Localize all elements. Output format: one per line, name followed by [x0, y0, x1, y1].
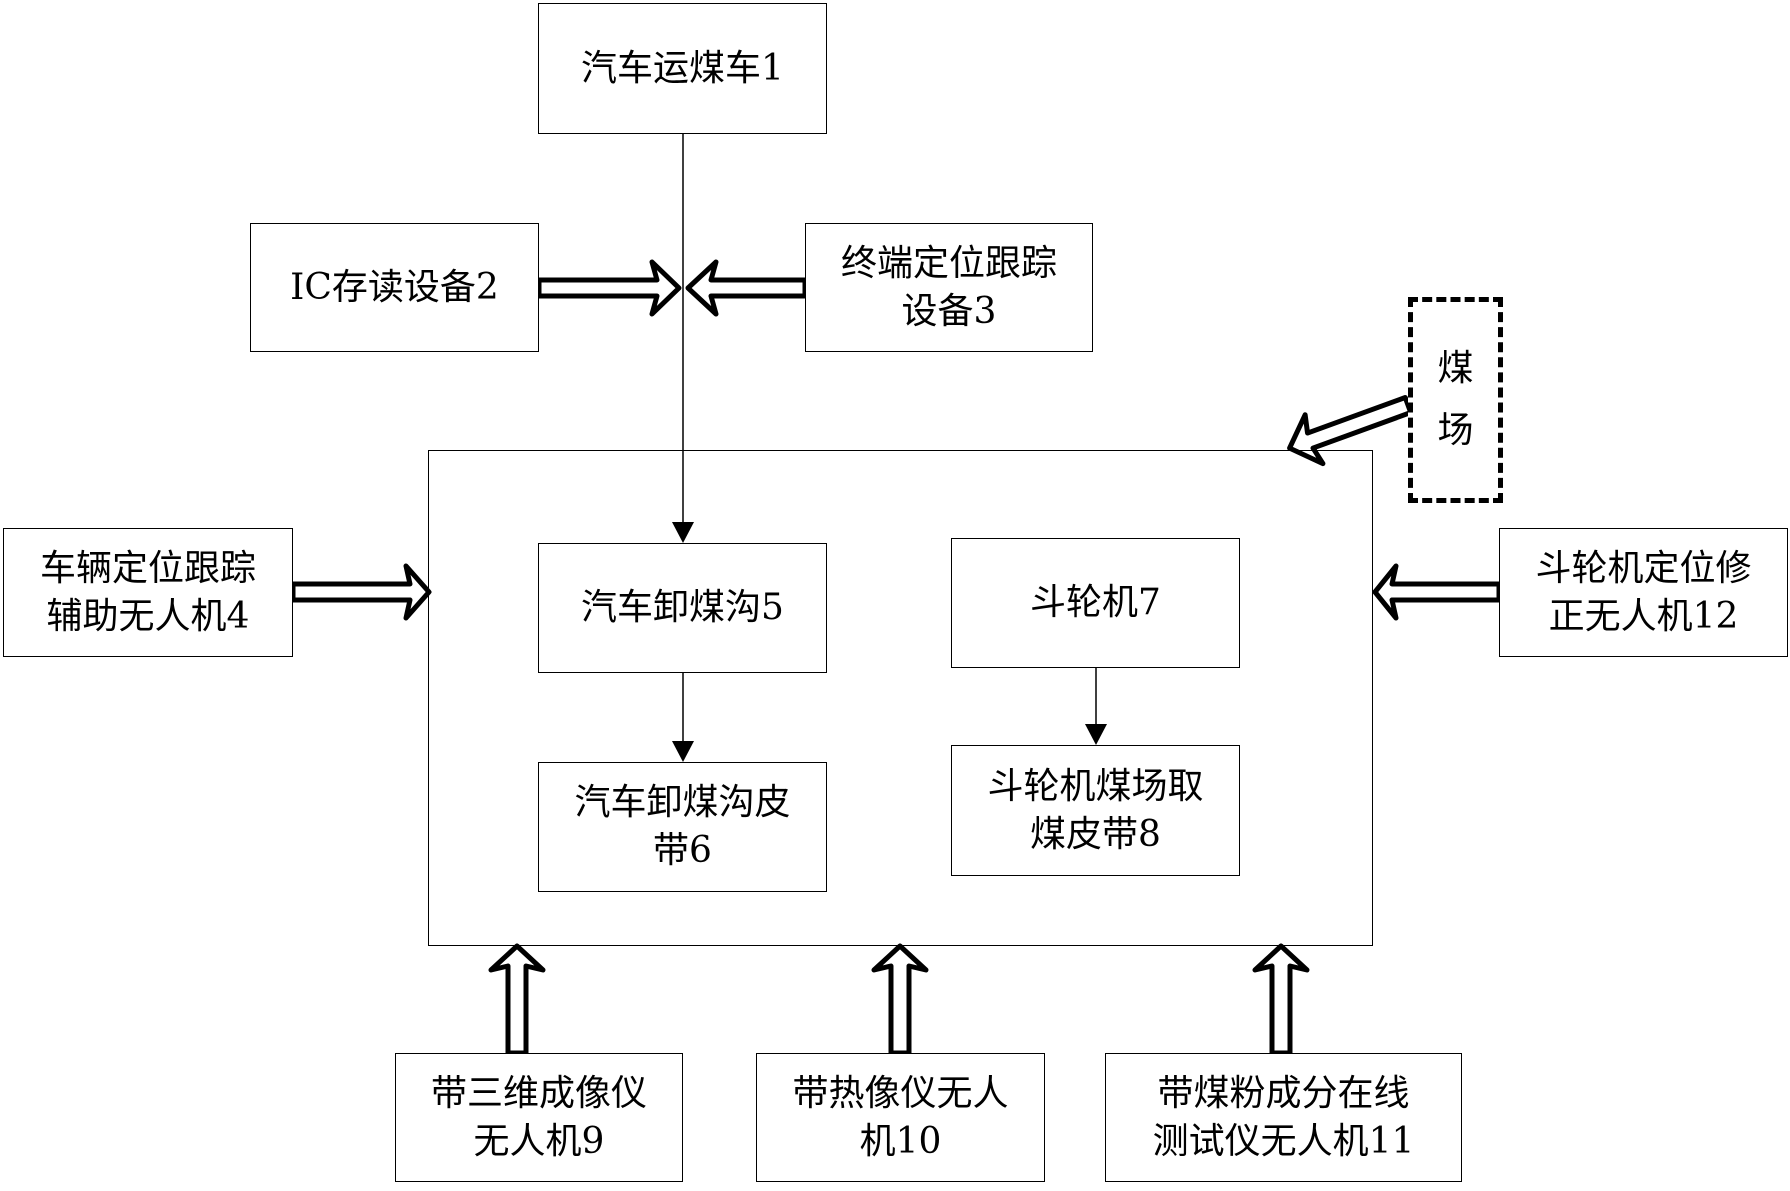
node-dust-drone-line2: 测试仪无人机11 — [1152, 1120, 1415, 1162]
node-bucket-belt[interactable]: 斗轮机煤场取 煤皮带8 — [951, 745, 1240, 876]
node-coal-yard[interactable]: 煤 场 — [1408, 297, 1503, 503]
node-vehicle-drone-line1: 车辆定位跟踪 — [39, 547, 256, 589]
node-imaging-drone-line2: 无人机9 — [473, 1120, 605, 1162]
node-bucket-fix-drone[interactable]: 斗轮机定位修 正无人机12 — [1499, 528, 1788, 657]
node-terminal-tracker-line1: 终端定位跟踪 — [840, 242, 1057, 284]
node-truck-label: 汽车运煤车1 — [581, 47, 784, 89]
node-bucket-belt-line2: 煤皮带8 — [1030, 813, 1161, 855]
node-terminal-tracker-line2: 设备3 — [901, 290, 997, 332]
node-coal-yard-char1: 煤 — [1437, 348, 1474, 389]
node-dust-drone[interactable]: 带煤粉成分在线 测试仪无人机11 — [1105, 1053, 1462, 1182]
node-imaging-drone-line1: 带三维成像仪 — [430, 1072, 647, 1114]
hollow-arrow-dust-drone — [1252, 943, 1310, 1056]
node-bucket-fix-drone-line1: 斗轮机定位修 — [1535, 547, 1752, 589]
node-bucket-belt-line1: 斗轮机煤场取 — [987, 765, 1204, 807]
node-terminal-tracker[interactable]: 终端定位跟踪 设备3 — [805, 223, 1093, 352]
node-truck[interactable]: 汽车运煤车1 — [538, 3, 827, 134]
hollow-arrow-imaging-drone — [488, 943, 546, 1056]
hollow-arrow-vehicle-drone — [290, 563, 432, 621]
node-unload-belt-line2: 带6 — [653, 830, 712, 871]
node-thermal-drone[interactable]: 带热像仪无人 机10 — [756, 1053, 1045, 1182]
node-ic-reader[interactable]: IC存读设备2 — [250, 223, 539, 352]
node-vehicle-drone[interactable]: 车辆定位跟踪 辅助无人机4 — [3, 528, 293, 657]
arrowhead-wheel-to-belt — [1085, 724, 1107, 745]
node-ic-reader-label: IC存读设备2 — [290, 266, 499, 308]
node-unload-belt-line1: 汽车卸煤沟皮 — [574, 782, 791, 823]
node-dust-drone-line1: 带煤粉成分在线 — [1157, 1072, 1410, 1114]
hollow-arrow-terminal-tracker — [685, 259, 808, 317]
hollow-arrow-thermal-drone — [871, 943, 929, 1056]
node-bucket-wheel-label: 斗轮机7 — [1030, 582, 1161, 623]
arrowhead-truck-to-trench — [672, 522, 694, 543]
hollow-arrow-ic-reader — [536, 259, 682, 317]
node-thermal-drone-line1: 带热像仪无人 — [792, 1072, 1009, 1114]
node-thermal-drone-line2: 机10 — [859, 1120, 942, 1162]
node-unload-trench[interactable]: 汽车卸煤沟5 — [538, 543, 827, 673]
node-imaging-drone[interactable]: 带三维成像仪 无人机9 — [395, 1053, 683, 1182]
hollow-arrow-bucket-fix-drone — [1372, 563, 1502, 621]
system-boundary-box — [428, 450, 1373, 946]
node-vehicle-drone-line2: 辅助无人机4 — [46, 595, 250, 637]
node-coal-yard-char2: 场 — [1437, 410, 1474, 451]
node-bucket-wheel[interactable]: 斗轮机7 — [951, 538, 1240, 668]
node-unload-trench-label: 汽车卸煤沟5 — [581, 587, 784, 628]
node-unload-belt[interactable]: 汽车卸煤沟皮 带6 — [538, 762, 827, 892]
arrowhead-trench-to-belt — [672, 741, 694, 762]
node-bucket-fix-drone-line2: 正无人机12 — [1548, 595, 1739, 637]
